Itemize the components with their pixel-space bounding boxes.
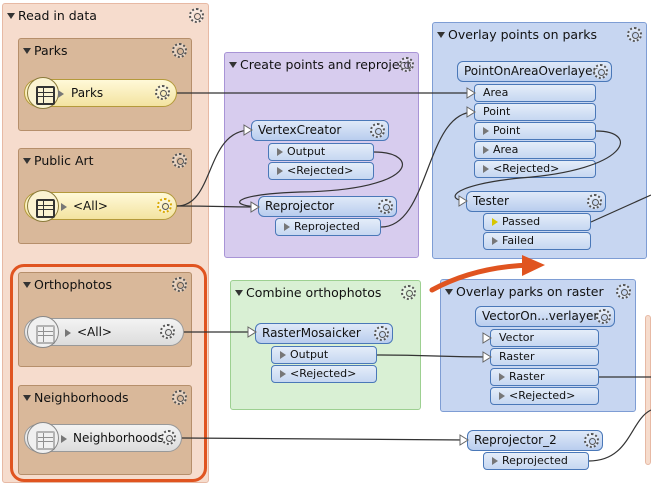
gear-icon[interactable] <box>616 284 631 299</box>
bookmark-title: Neighborhoods <box>23 390 129 405</box>
gear-icon[interactable] <box>172 277 187 292</box>
transformer-rastermosaicker[interactable]: RasterMosaicker <box>255 323 393 344</box>
reader-neighborhoods[interactable]: Neighborhoods <box>24 422 182 454</box>
port-icon <box>492 237 498 245</box>
expand-icon[interactable] <box>58 90 64 98</box>
gear-icon[interactable] <box>399 57 414 72</box>
port-icon <box>483 127 489 135</box>
port-input-area[interactable]: Area <box>474 84 596 102</box>
port-output[interactable]: Output <box>271 346 377 364</box>
port-output-rejected[interactable]: <Rejected> <box>474 160 596 178</box>
expand-icon[interactable] <box>61 203 67 211</box>
gear-icon[interactable] <box>189 8 204 23</box>
reader-label: Parks <box>71 86 104 100</box>
reader-public-art[interactable]: <All> <box>24 190 177 222</box>
collapse-icon[interactable] <box>7 12 15 19</box>
reader-table-icon <box>27 77 59 109</box>
port-icon <box>483 146 489 154</box>
expand-icon[interactable] <box>61 435 67 443</box>
gear-icon[interactable] <box>584 433 599 448</box>
port-icon <box>284 223 290 231</box>
gear-icon[interactable] <box>161 430 176 445</box>
port-reprojected[interactable]: Reprojected <box>483 452 589 470</box>
collapse-icon[interactable] <box>23 157 31 164</box>
gear-icon[interactable] <box>593 64 608 79</box>
collapse-icon[interactable] <box>23 47 31 54</box>
reader-orthophotos[interactable]: <All> <box>24 316 184 348</box>
bookmark-title: Combine orthophotos <box>235 285 381 300</box>
transformer-reprojector-2[interactable]: Reprojector_2 <box>467 430 603 451</box>
bookmark-title: Read in data <box>7 8 97 23</box>
port-output-point[interactable]: Point <box>474 122 596 140</box>
bookmark-title: Create points and reproject <box>229 57 411 72</box>
port-icon <box>277 167 283 175</box>
collapse-icon[interactable] <box>229 61 237 68</box>
port-icon <box>280 351 286 359</box>
port-icon <box>499 392 505 400</box>
collapse-icon[interactable] <box>23 394 31 401</box>
port-icon <box>492 457 498 465</box>
transformer-tester[interactable]: Tester <box>466 191 606 212</box>
port-reprojected[interactable]: Reprojected <box>275 218 381 236</box>
port-output-raster[interactable]: Raster <box>490 368 599 386</box>
bookmark-title: Public Art <box>23 153 94 168</box>
transformer-vertexcreator[interactable]: VertexCreator <box>251 120 389 141</box>
gear-icon[interactable] <box>157 198 172 213</box>
port-icon <box>280 370 286 378</box>
bookmark-title: Orthophotos <box>23 277 112 292</box>
port-input-raster[interactable]: Raster <box>490 348 599 366</box>
gear-icon[interactable] <box>370 123 385 138</box>
port-output-area[interactable]: Area <box>474 141 596 159</box>
port-failed[interactable]: Failed <box>483 232 591 250</box>
bookmark-title: Parks <box>23 43 68 58</box>
gear-icon[interactable] <box>374 326 389 341</box>
collapse-icon[interactable] <box>437 31 445 38</box>
bookmark-title: Overlay parks on raster <box>445 284 604 299</box>
gear-icon[interactable] <box>160 324 175 339</box>
port-icon <box>483 165 489 173</box>
wire-neighborhoods-reproj[interactable] <box>181 437 468 441</box>
port-icon <box>499 373 505 381</box>
gear-icon[interactable] <box>155 85 170 100</box>
port-rejected[interactable]: <Rejected> <box>271 365 377 383</box>
port-passed[interactable]: Passed <box>483 213 591 231</box>
gear-icon[interactable] <box>401 285 416 300</box>
gear-icon[interactable] <box>172 390 187 405</box>
highlight-selection <box>10 264 207 482</box>
gear-icon[interactable] <box>172 43 187 58</box>
port-output[interactable]: Output <box>268 143 374 161</box>
collapse-icon[interactable] <box>235 289 243 296</box>
expand-icon[interactable] <box>65 329 71 337</box>
port-output-rejected[interactable]: <Rejected> <box>490 387 599 405</box>
gear-icon[interactable] <box>378 199 393 214</box>
bookmark-partial-right <box>645 315 651 465</box>
reader-label: <All> <box>73 199 108 213</box>
reader-parks[interactable]: Parks <box>24 77 177 109</box>
reader-table-icon <box>27 190 59 222</box>
port-icon <box>277 148 283 156</box>
transformer-vectoronrasteroverlayer[interactable]: VectorOn...verlayer <box>475 306 615 327</box>
gear-icon[interactable] <box>627 27 642 42</box>
port-rejected[interactable]: <Rejected> <box>268 162 374 180</box>
reader-table-icon <box>27 316 59 348</box>
gear-icon[interactable] <box>172 153 187 168</box>
port-icon <box>492 218 498 226</box>
transformer-pointonareaoverlayer[interactable]: PointOnAreaOverlayer <box>457 61 612 82</box>
transformer-reprojector[interactable]: Reprojector <box>258 196 397 217</box>
reader-table-icon <box>27 422 59 454</box>
bookmark-title: Overlay points on parks <box>437 27 597 42</box>
gear-icon[interactable] <box>587 194 602 209</box>
gear-icon[interactable] <box>596 309 611 324</box>
collapse-icon[interactable] <box>445 288 453 295</box>
port-input-vector[interactable]: Vector <box>490 329 599 347</box>
bookmark-combine-orthophotos[interactable]: Combine orthophotos <box>230 280 421 410</box>
reader-label: Neighborhoods <box>73 431 164 445</box>
port-input-point[interactable]: Point <box>474 103 596 121</box>
reader-label: <All> <box>77 325 112 339</box>
collapse-icon[interactable] <box>23 281 31 288</box>
